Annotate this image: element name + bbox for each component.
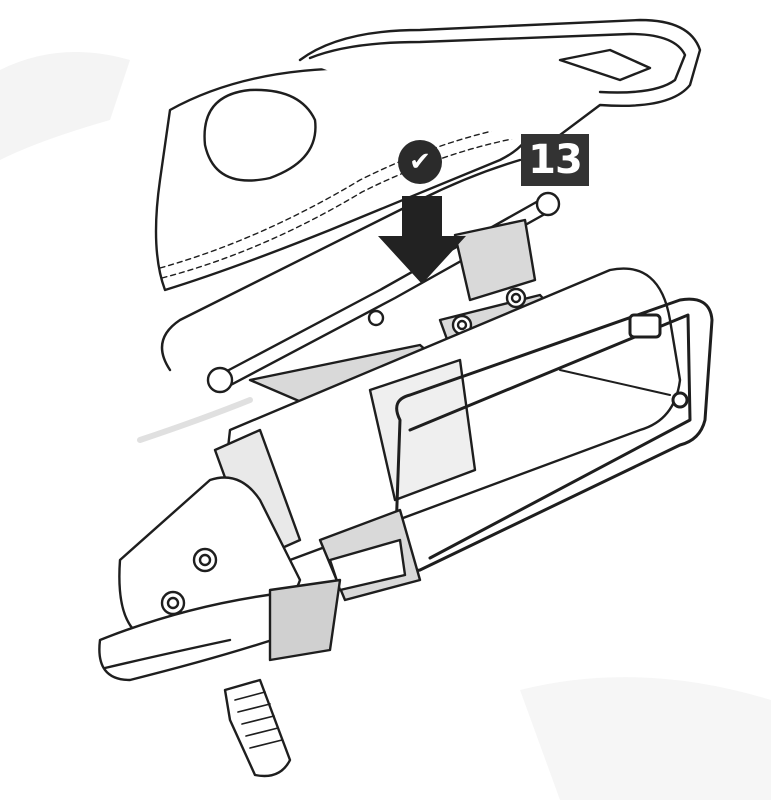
- seat: [154, 67, 534, 292]
- arrow-down-icon: [378, 196, 466, 284]
- check-icon: ✔: [398, 140, 442, 184]
- step-number-badge: 13: [521, 134, 589, 186]
- footrest-area: [98, 476, 342, 778]
